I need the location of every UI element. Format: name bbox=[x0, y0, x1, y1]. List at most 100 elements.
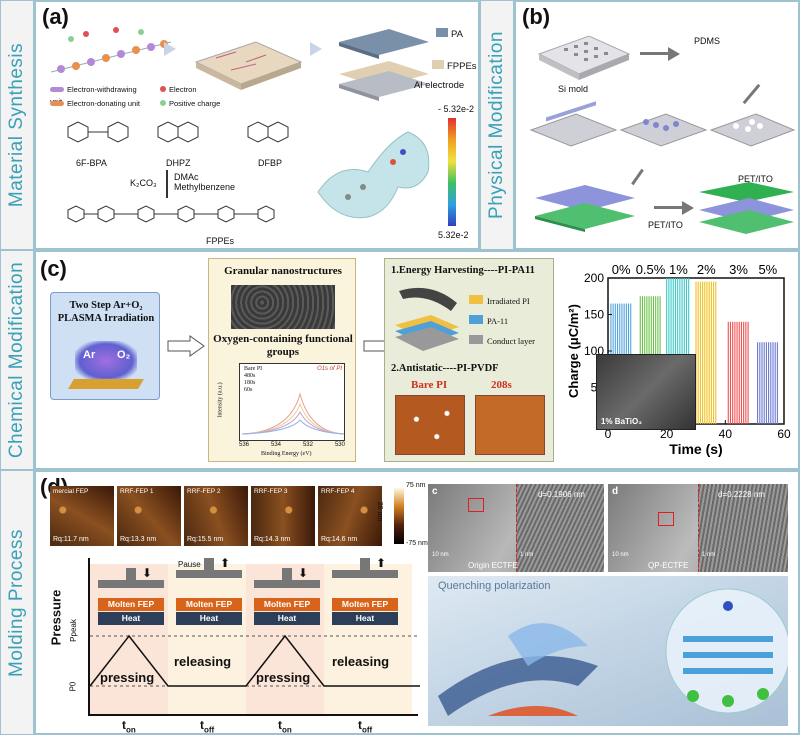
tem-scale2: 1 nm bbox=[702, 552, 716, 558]
press-stem bbox=[204, 558, 214, 570]
ppeak-label: Ppeak bbox=[68, 619, 78, 642]
xps-xlabel: Binding Energy (eV) bbox=[261, 451, 312, 457]
afm-rq: Rq:15.5 nm bbox=[187, 536, 224, 543]
molten-layer: Molten FEP bbox=[98, 598, 164, 611]
xps-legend-item: 480s bbox=[244, 373, 256, 379]
pdms-label: PDMS bbox=[694, 36, 721, 46]
arrow-head-icon bbox=[682, 201, 694, 215]
xps-tick: 534 bbox=[270, 442, 281, 448]
afm-name: RRF-FEP 3 bbox=[254, 488, 288, 495]
xps-curves bbox=[241, 392, 345, 435]
ton-label-2: ton bbox=[278, 718, 292, 735]
layer-label: PA bbox=[451, 29, 463, 40]
plasma-glow bbox=[75, 341, 137, 381]
monomer-name: 6F-BPA bbox=[76, 158, 107, 168]
phase-bg-pressing-1 bbox=[90, 564, 168, 714]
press-stem bbox=[360, 558, 370, 570]
tem-name: Origin ECTFE bbox=[468, 561, 518, 570]
phase-bg-releasing-1 bbox=[168, 564, 246, 714]
sem-inset: 1% BaTiO₃ bbox=[596, 354, 696, 430]
x-axis-label: Time (s) bbox=[669, 441, 722, 457]
releasing-label-1: releasing bbox=[174, 654, 232, 669]
polymer-chain-illustration bbox=[50, 27, 172, 73]
afm-name: mercial FEP bbox=[53, 488, 89, 495]
t208-label: 208s bbox=[491, 379, 512, 391]
afm-rq: Rq:11.7 nm bbox=[53, 536, 89, 543]
tem-name: QP-ECTFE bbox=[648, 561, 689, 570]
y-tick-label: 200 bbox=[584, 271, 604, 285]
phase-bg-releasing-2 bbox=[324, 564, 412, 714]
t-label: t bbox=[278, 718, 282, 732]
tem-zoom-box bbox=[468, 498, 484, 512]
pause-label: Pause bbox=[178, 560, 201, 569]
x-tick-label: 0 bbox=[605, 427, 612, 441]
section-tab-physical: Physical Modification bbox=[480, 0, 514, 250]
t-label: t bbox=[200, 718, 204, 732]
esp-max: - 5.32e-2 bbox=[438, 104, 475, 114]
press-plate bbox=[98, 580, 164, 588]
xps-legend-item: 60s bbox=[244, 387, 253, 393]
energy-legend: Irradiated PI PA-11 Conduct layer bbox=[469, 291, 535, 351]
section-label: Physical Modification bbox=[486, 31, 508, 219]
section-label: Molding Process bbox=[6, 528, 28, 677]
application-box: 1.Energy Harvesting----PI-PA11 Irradiate… bbox=[384, 258, 554, 462]
tem-tag: c bbox=[432, 486, 438, 497]
xps-ticks: 536 534 532 530 bbox=[239, 442, 345, 448]
monomer-name: DHPZ bbox=[166, 158, 191, 168]
product-name: FPPEs bbox=[206, 236, 235, 246]
heat-layer: Heat bbox=[98, 612, 164, 625]
section-label: Material Synthesis bbox=[6, 42, 28, 208]
mold-step-illustrations bbox=[529, 101, 796, 147]
heat-layer: Heat bbox=[176, 612, 242, 625]
antistatic-title: 2.Antistatic----PI-PVDF bbox=[391, 363, 499, 374]
molten-layer: Molten FEP bbox=[254, 598, 320, 611]
xps-legend-item: Bare PI bbox=[244, 366, 263, 372]
panel-b-label: (b) bbox=[522, 4, 551, 29]
energy-legend-item: Irradiated PI bbox=[487, 296, 530, 306]
toff-label-1: toff bbox=[200, 718, 214, 733]
tem-d: d=0.1906 nm bbox=[538, 490, 585, 499]
layer-label: Al electrode bbox=[414, 80, 465, 91]
tem-zoom bbox=[698, 484, 788, 572]
afm-rq: Rq:14.6 nm bbox=[321, 536, 358, 543]
panel-a: (a) Electron-withdrawing unit Electron E… bbox=[34, 0, 480, 250]
afm-rq: Rq:13.3 nm bbox=[120, 536, 157, 543]
afm-name: RRF-FEP 2 bbox=[187, 488, 221, 495]
o2-label: O₂ bbox=[117, 349, 131, 361]
plasma-title: Two Step Ar+O₂ PLASMA Irradiation bbox=[57, 300, 155, 324]
legend-item: Positive charge bbox=[169, 99, 221, 108]
xps-tick: 530 bbox=[334, 442, 345, 448]
pressing-label-2: pressing bbox=[256, 670, 311, 685]
charge-chart: 0%0.5%1%2%3%5%0501001502000204060Time (s… bbox=[566, 256, 798, 468]
section-tab-chemical: Chemical Modification bbox=[0, 250, 34, 470]
press-plate bbox=[332, 570, 398, 578]
arrow-icon bbox=[310, 42, 322, 56]
tem-image-d: d d=0.2228 nm 10 nm QP-ECTFE 1 nm bbox=[608, 484, 788, 572]
x-tick-label: 40 bbox=[719, 427, 733, 441]
afm-scale-bar: 20 um bbox=[376, 501, 384, 522]
section-label: Chemical Modification bbox=[6, 261, 28, 459]
x-tick-label: 60 bbox=[777, 427, 791, 441]
y-axis-label: Charge (μC/m²) bbox=[566, 304, 581, 398]
reaction-arrow bbox=[166, 170, 168, 198]
tem-scale2: 1 nm bbox=[520, 552, 534, 558]
afm-name: RRF-FEP 4 bbox=[321, 488, 355, 495]
monomer-name: DFBP bbox=[258, 158, 283, 168]
t-sub: on bbox=[282, 725, 292, 735]
pressure-label: Pressure bbox=[48, 589, 64, 646]
si-mold-label: Si mold bbox=[558, 84, 589, 94]
p0-label: P0 bbox=[68, 681, 78, 692]
xps-peak-label: O1s of PI bbox=[316, 366, 342, 372]
afm-image: RRF-FEP 4 Rq:14.6 nm bbox=[318, 486, 382, 546]
press-stem bbox=[282, 568, 292, 580]
panel-b: (b) Si mold PDMS PET/ITO PET/ITO bbox=[514, 0, 800, 250]
legend-item: Electron-donating unit bbox=[67, 99, 140, 108]
t-sub: off bbox=[362, 725, 373, 735]
category-label: 0.5% bbox=[636, 262, 666, 277]
